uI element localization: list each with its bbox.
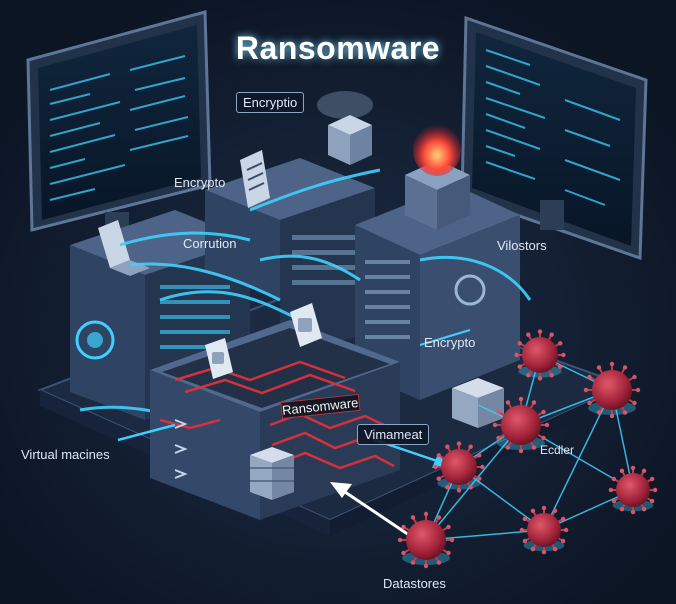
virus-icon: [492, 396, 550, 454]
page-title: Ransomware: [235, 30, 441, 66]
label-encryption-top: Encryptio: [236, 92, 305, 113]
left-monitor: [26, 10, 212, 240]
stacked-data-blocks: [250, 447, 294, 500]
label-vimameat: Vimameat: [357, 424, 430, 445]
virus-icon: [397, 511, 455, 569]
label-encrypto-right: Encrypto: [424, 335, 476, 350]
virus-icon: [583, 361, 641, 419]
lock-device-center: [290, 303, 322, 347]
virus-icon: [519, 505, 569, 555]
label-ecdler: Ecdler: [540, 443, 575, 457]
label-corruption: Corrution: [183, 236, 237, 251]
document-device: [240, 150, 270, 208]
burning-server-cube: [405, 124, 470, 230]
virus-cluster: [397, 329, 658, 569]
virus-icon: [608, 465, 658, 515]
datastore-stack: [452, 378, 504, 428]
label-virtual-machines: Virtual macines: [21, 447, 110, 462]
label-encrypto-left: Encrypto: [174, 175, 226, 190]
label-vilostors: Vilostors: [497, 238, 547, 253]
lock-device-left: [205, 338, 233, 379]
encryption-cube: [317, 91, 373, 165]
right-monitor: [460, 15, 648, 261]
virus-icon: [433, 441, 485, 493]
virus-icon: [514, 329, 566, 381]
label-datastores: Datastores: [383, 576, 446, 591]
